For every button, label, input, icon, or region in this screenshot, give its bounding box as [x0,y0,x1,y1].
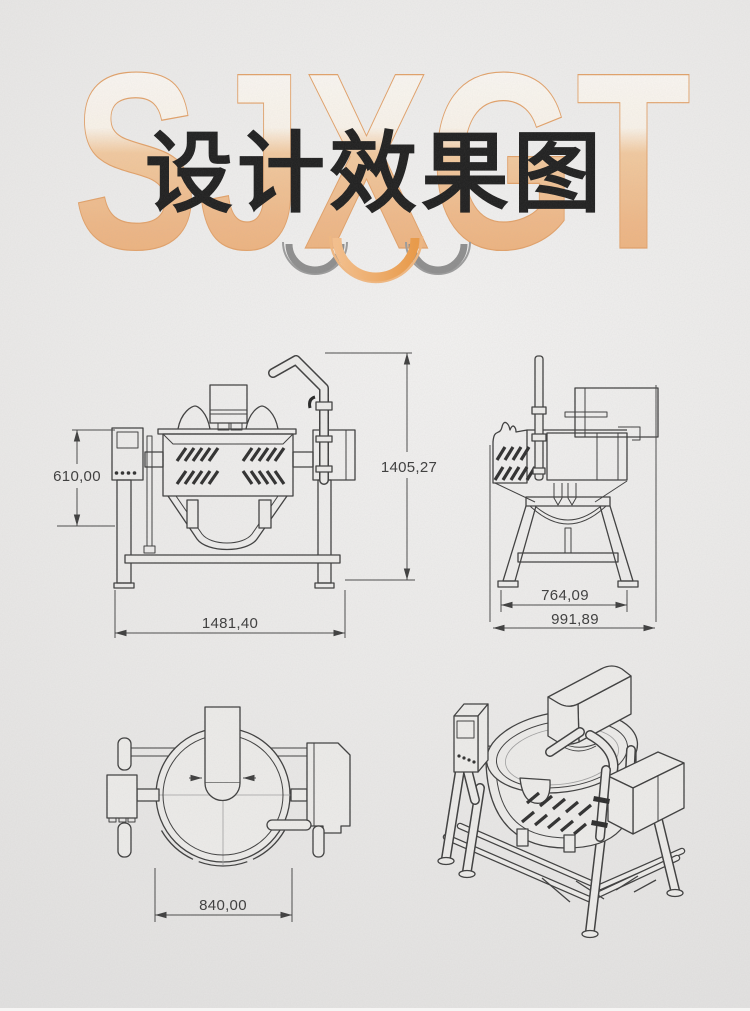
top-view-dimensions: 840,00 [154,868,293,922]
top-view-drawing: 840,00 [106,706,351,922]
feed-pipe [268,355,333,485]
side-view-machine [111,355,356,589]
page-title: 设计效果图 [144,127,605,224]
control-panel [111,427,144,481]
end-view-drawing: 764,09 991,89 [489,355,659,632]
jacket-hatching-end [493,446,537,481]
dim-height-right: 1405,27 [381,459,437,476]
arc-center-orange [328,235,424,284]
isometric-machine [437,665,686,939]
jacket-hatching [175,447,286,485]
feed-pipe-end [531,355,547,481]
dim-width-inner: 764,09 [541,587,589,604]
end-view-machine [492,355,659,588]
dim-width-bottom: 1481,40 [202,615,258,632]
dim-width-outer: 991,89 [551,611,599,628]
isometric-view-drawing [437,665,686,939]
dim-height-left: 610,00 [53,468,101,485]
section-divider [0,1008,750,1011]
decorative-arcs [282,235,471,284]
top-view-machine [106,706,351,867]
dim-diameter: 840,00 [199,897,247,914]
side-view-drawing: 610,00 1405,27 1481,40 [53,352,437,638]
